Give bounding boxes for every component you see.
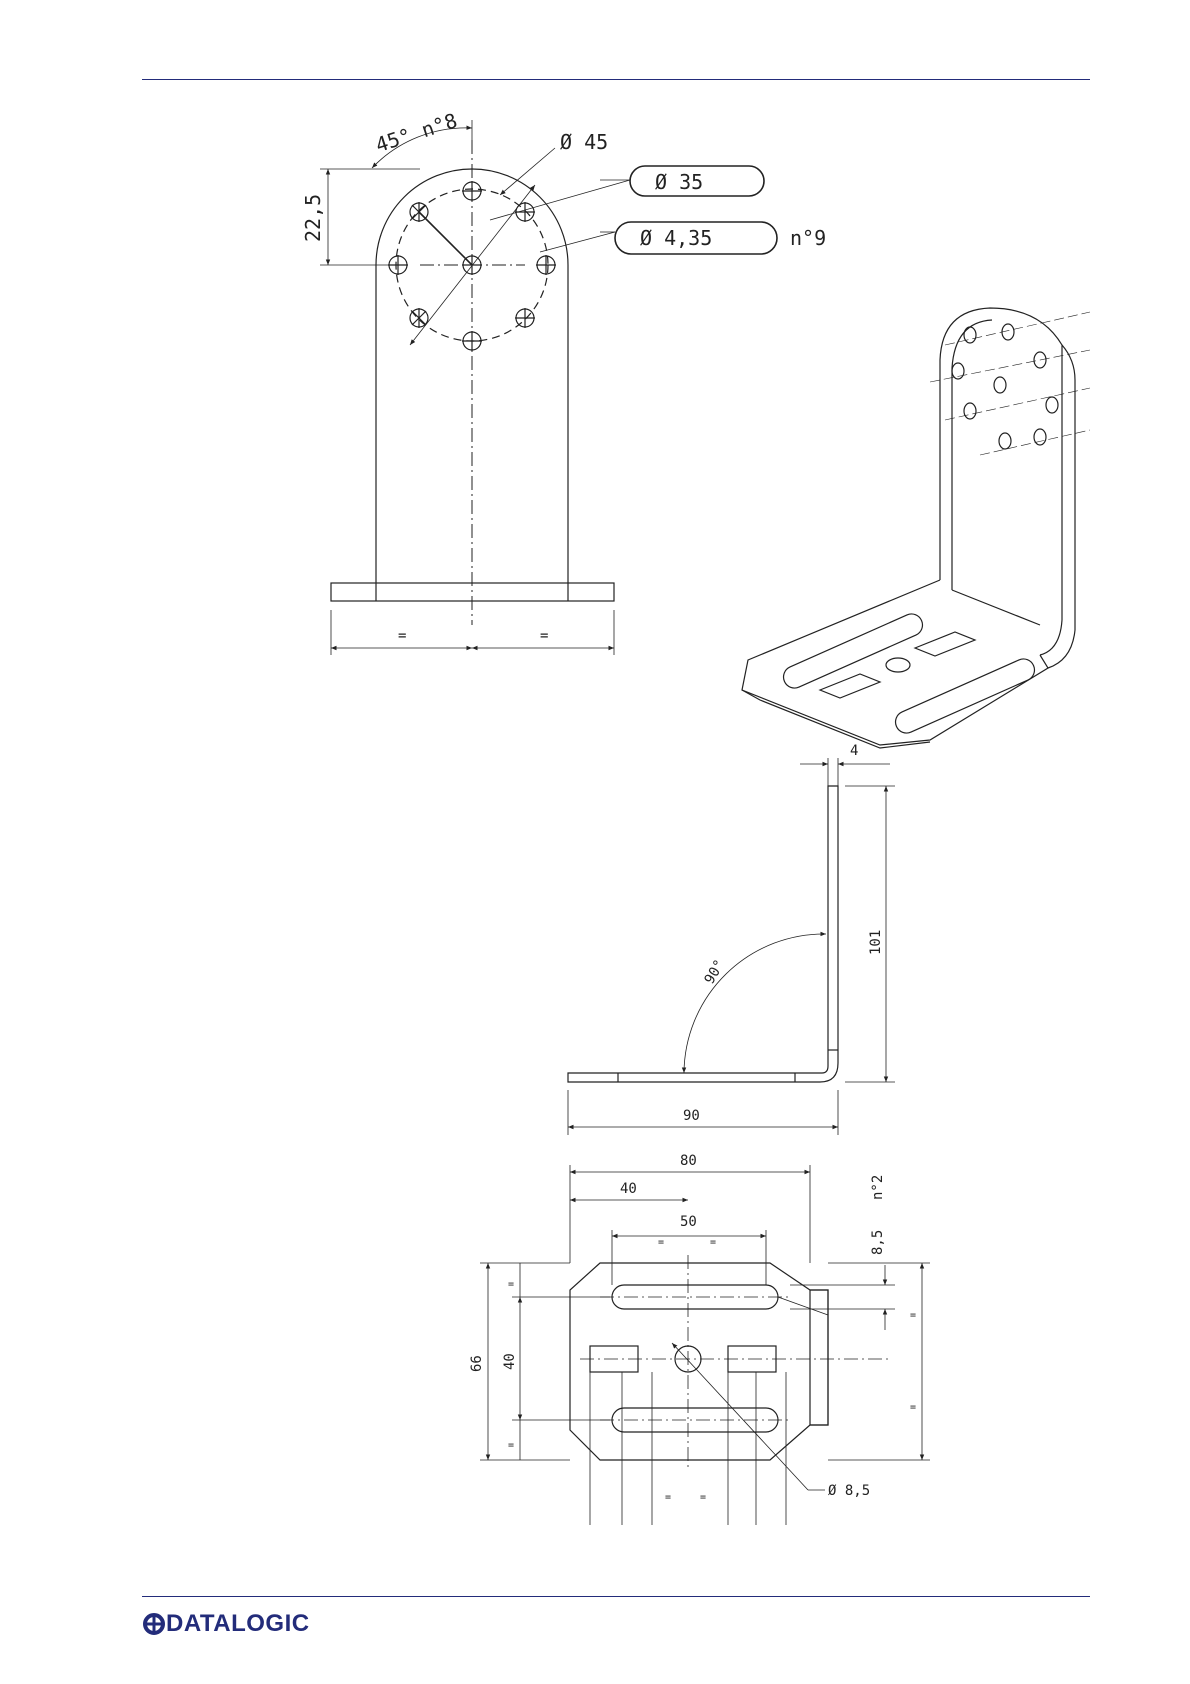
iso-base [742, 580, 1048, 745]
equal-bottom-right: = [910, 1402, 916, 1413]
brand-logo: DATALOGIC [142, 1610, 310, 1638]
equal-bottom-left: = [508, 1440, 514, 1451]
equal-bottom-a: = [665, 1492, 671, 1503]
equal-50-right: = [710, 1237, 716, 1248]
length-90-label: 90 [683, 1108, 700, 1124]
hole-diameter-label: Ø 4,35 [640, 226, 712, 250]
hole-count-label: n°9 [790, 226, 826, 250]
bolt-circle-label: Ø 35 [655, 170, 703, 194]
width-40-label: 40 [620, 1181, 637, 1197]
slot-count-label: n°2 [870, 1175, 886, 1200]
height-label: 22,5 [301, 194, 325, 242]
side-view [568, 758, 895, 1135]
angle-label: 45° n°8 [373, 108, 461, 157]
depth-40-label: 40 [502, 1353, 518, 1370]
depth-66-label: 66 [469, 1355, 485, 1372]
front-view [320, 120, 777, 655]
thickness-label: 4 [850, 743, 858, 759]
equal-right: = [540, 628, 548, 644]
equal-left: = [398, 628, 406, 644]
base-view [480, 1165, 930, 1525]
iso-holes [952, 324, 1058, 449]
angle-90-label: 90° [702, 957, 729, 987]
slot-width-label: 8,5 [870, 1230, 886, 1255]
iso-upright [940, 308, 1062, 655]
center-hole-label: Ø 8,5 [828, 1483, 870, 1499]
equal-top-right: = [910, 1310, 916, 1321]
brand-name: DATALOGIC [166, 1610, 310, 1638]
equal-50-left: = [658, 1237, 664, 1248]
datalogic-logo-icon [142, 1612, 166, 1636]
outer-diameter-label: Ø 45 [560, 130, 608, 154]
height-101-label: 101 [868, 930, 884, 955]
isometric-view [742, 308, 1090, 748]
equal-top-left: = [508, 1279, 514, 1290]
equal-bottom-b: = [700, 1492, 706, 1503]
base-outline [570, 1263, 828, 1460]
footer-rule [142, 1596, 1090, 1597]
width-80-label: 80 [680, 1153, 697, 1169]
width-50-label: 50 [680, 1214, 697, 1230]
side-profile [568, 786, 838, 1082]
